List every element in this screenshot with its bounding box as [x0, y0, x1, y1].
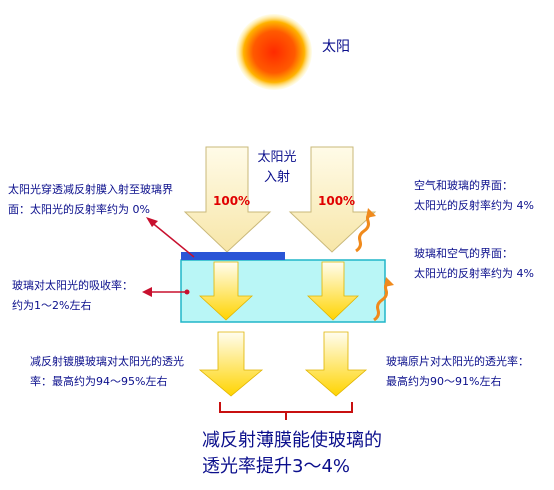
annotation-line: 太阳光穿透减反射膜入射至玻璃界: [8, 183, 173, 196]
conclusion-line: 透光率提升3～4%: [202, 456, 351, 477]
annotation-right-top: 空气和玻璃的界面： 太阳光的反射率约为 4%: [414, 176, 534, 216]
comparison-bracket: [219, 402, 353, 420]
annotation-line: 面：太阳光的反射率约为 0%: [8, 203, 150, 216]
beam-left-percent: 100%: [213, 194, 251, 208]
annotation-line: 约为1～2%左右: [12, 299, 92, 312]
incident-light-label: 太阳光入射: [257, 150, 297, 185]
annotation-line: 太阳光的反射率约为 4%: [414, 199, 534, 212]
conclusion-text: 减反射薄膜能使玻璃的 透光率提升3～4%: [202, 428, 382, 480]
annotation-line: 玻璃和空气的界面：: [414, 247, 513, 260]
conclusion-line: 减反射薄膜能使玻璃的: [202, 430, 382, 451]
incident-beam-right: [288, 146, 377, 253]
beam-right-percent: 100%: [318, 194, 356, 208]
sun-icon: [236, 14, 312, 90]
annotation-line: 空气和玻璃的界面：: [414, 179, 513, 192]
glass-arrow-right: [307, 261, 359, 321]
annotation-line: 太阳光的反射率约为 4%: [414, 267, 534, 280]
pointer-arrow-absorption: [142, 287, 190, 297]
anti-reflective-coating: [181, 252, 285, 260]
annotation-line: 玻璃原片对太阳光的透光率：: [386, 355, 529, 368]
transmitted-arrow-right: [304, 331, 368, 397]
reflection-wave-top: [355, 208, 376, 253]
reflection-wave-bottom: [373, 277, 394, 322]
annotation-right-bottom: 玻璃原片对太阳光的透光率： 最高约为90～91%左右: [386, 352, 529, 392]
sun-label: 太阳: [322, 39, 350, 55]
annotation-left-bottom: 减反射镀膜玻璃对太阳光的透光 率：最高约为94～95%左右: [30, 352, 184, 392]
annotation-line: 最高约为90～91%左右: [386, 375, 502, 388]
incident-beam-left: [183, 146, 272, 253]
glass-arrow-left: [198, 261, 254, 321]
annotation-left-top: 太阳光穿透减反射膜入射至玻璃界 面：太阳光的反射率约为 0%: [8, 180, 173, 220]
annotation-line: 率：最高约为94～95%左右: [30, 375, 168, 388]
transmitted-arrow-left: [198, 331, 264, 397]
glass-panel: [180, 259, 386, 323]
annotation-right-mid: 玻璃和空气的界面： 太阳光的反射率约为 4%: [414, 244, 534, 284]
annotation-line: 减反射镀膜玻璃对太阳光的透光: [30, 355, 184, 368]
annotation-left-mid: 玻璃对太阳光的吸收率： 约为1～2%左右: [12, 276, 133, 316]
annotation-line: 玻璃对太阳光的吸收率：: [12, 279, 133, 292]
pointer-arrow-reflect-zero: [146, 217, 195, 258]
